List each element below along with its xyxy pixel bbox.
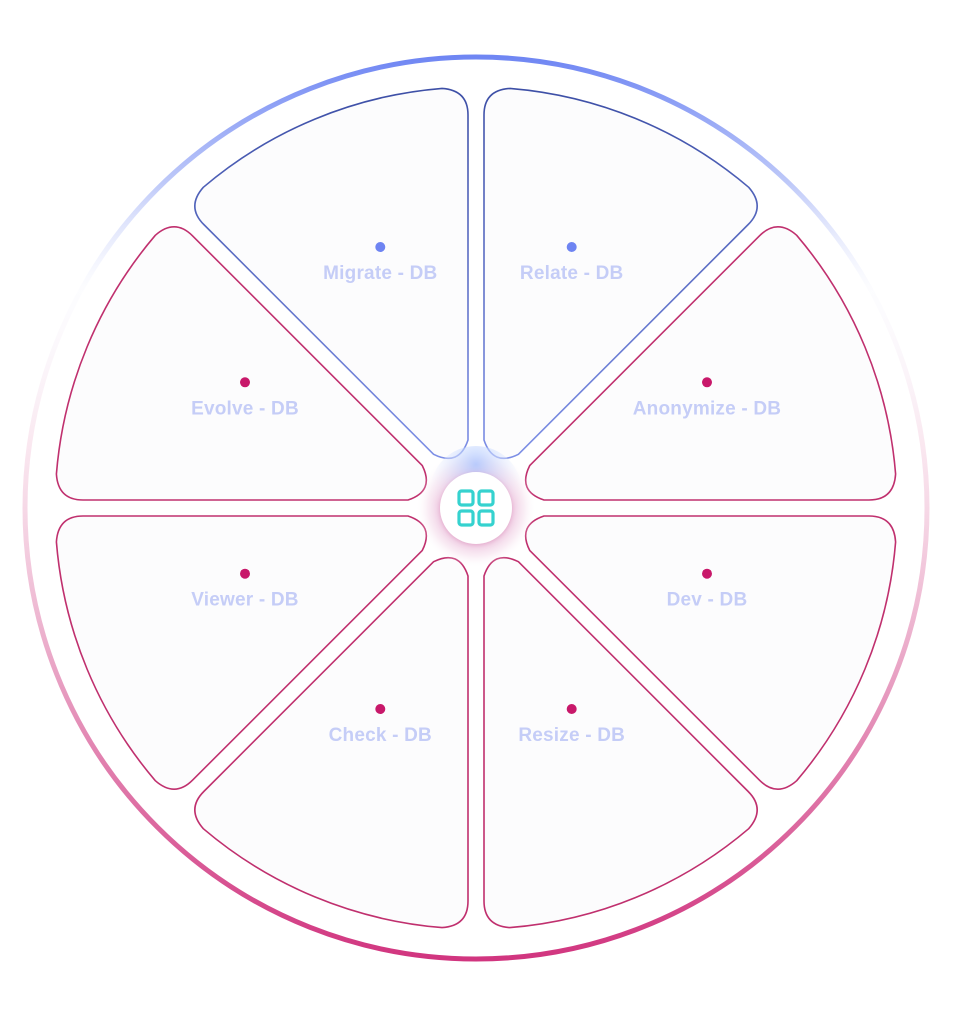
segment-label: Migrate - DB (323, 263, 437, 284)
segment-dot (566, 242, 577, 252)
segment-outline (524, 515, 897, 790)
segment-label: Viewer - DB (191, 590, 298, 611)
segment-label: Relate - DB (520, 263, 624, 284)
segment-dot (240, 377, 250, 388)
segments-layer: Relate - DB Anonymize - DB Dev - DB Resize … (55, 87, 897, 929)
segment-dot (375, 242, 386, 252)
segment-outline (483, 87, 758, 460)
segment-relate[interactable]: Relate - DB (483, 87, 758, 460)
hub-button[interactable] (440, 472, 512, 544)
segment-outline (483, 556, 758, 929)
segment-viewer[interactable]: Viewer - DB (55, 515, 428, 790)
outer-rim (22, 54, 930, 962)
segment-evolve[interactable]: Evolve - DB (55, 226, 428, 501)
segment-migrate[interactable]: Migrate - DB (194, 87, 469, 460)
segment-label: Check - DB (329, 725, 432, 746)
segment-outline (55, 226, 428, 501)
segment-resize[interactable]: Resize - DB (483, 556, 758, 929)
segment-dot (375, 704, 386, 714)
segment-outline (55, 515, 428, 790)
segment-outline (524, 226, 897, 501)
segment-label: Dev - DB (667, 590, 748, 611)
segment-dev[interactable]: Dev - DB (524, 515, 897, 790)
segment-dot (702, 568, 712, 579)
segment-label: Resize - DB (518, 725, 625, 746)
segment-outline (194, 87, 469, 460)
segment-dot (702, 377, 712, 388)
segment-dot (566, 704, 577, 714)
segment-outline (194, 556, 469, 929)
segment-check[interactable]: Check - DB (194, 556, 469, 929)
segment-anonymize[interactable]: Anonymize - DB (524, 226, 897, 501)
segment-label: Evolve - DB (191, 398, 299, 419)
apps-grid-icon (457, 489, 495, 527)
segment-label: Anonymize - DB (633, 398, 781, 419)
segment-dot (240, 568, 250, 579)
